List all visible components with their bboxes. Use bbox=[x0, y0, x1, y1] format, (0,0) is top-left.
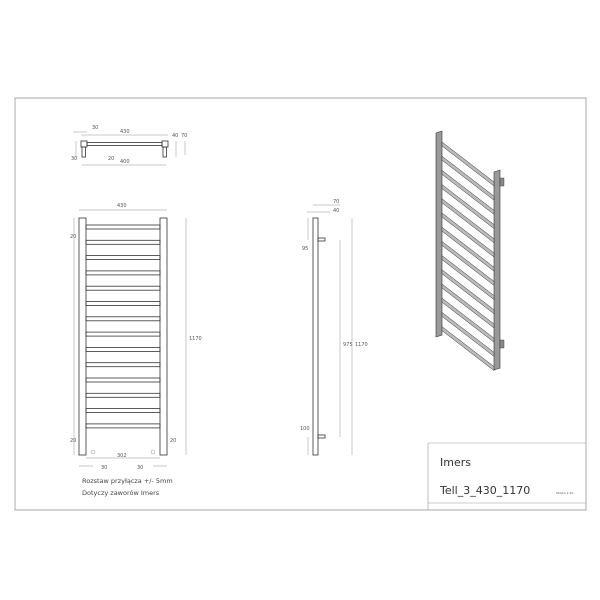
rung bbox=[85, 316, 161, 322]
iso-rung bbox=[441, 283, 495, 329]
rung bbox=[85, 346, 161, 352]
rung bbox=[85, 285, 161, 291]
iso-rung bbox=[441, 212, 495, 258]
dim-label: 975 bbox=[343, 342, 353, 348]
rung bbox=[85, 377, 161, 383]
scale-label: SKALA 1:10 bbox=[556, 491, 573, 495]
dim-label: 20 bbox=[108, 156, 114, 162]
brand-name: Imers bbox=[440, 456, 471, 469]
dim-label: 20 bbox=[70, 438, 76, 444]
dim-label: 400 bbox=[120, 159, 130, 165]
rung bbox=[85, 270, 161, 276]
dim-label: 40 bbox=[172, 133, 178, 139]
note-valves: Dotyczy zaworów Imers bbox=[82, 489, 160, 497]
model-name: Tell_3_430_1170 bbox=[439, 484, 530, 497]
rung bbox=[85, 423, 161, 429]
iso-rung bbox=[441, 198, 495, 244]
rung bbox=[85, 362, 161, 368]
top-view: 30 430 40 70 30 20 400 bbox=[71, 125, 187, 166]
dim-label: 30 bbox=[71, 156, 77, 162]
note-connection-spacing: Rozstaw przyłącza +/- 5mm bbox=[82, 477, 173, 485]
iso-rungs bbox=[441, 141, 495, 372]
dim-label: 20 bbox=[70, 234, 76, 240]
drawing-frame bbox=[14, 97, 587, 511]
rung bbox=[85, 331, 161, 337]
iso-rung bbox=[441, 255, 495, 301]
dim-label: 100 bbox=[300, 426, 310, 432]
dim-label: 30 bbox=[101, 465, 107, 471]
dim-label: 30 bbox=[92, 125, 98, 131]
side-view: 70 40 95 975 1170 100 bbox=[300, 199, 368, 456]
title-block: Imers Tell_3_430_1170 SKALA 1:10 bbox=[427, 442, 586, 510]
rung bbox=[85, 408, 161, 414]
iso-rung bbox=[441, 155, 495, 201]
rung bbox=[85, 392, 161, 398]
front-view: 430 1170 20 20 20 302 30 30 Rozstaw przy… bbox=[70, 203, 202, 497]
dim-label: 302 bbox=[117, 453, 127, 459]
rung bbox=[85, 239, 161, 245]
isometric-view bbox=[435, 130, 505, 372]
dim-label: 40 bbox=[333, 208, 339, 214]
dim-label: 20 bbox=[170, 438, 176, 444]
dim-label: 30 bbox=[137, 465, 143, 471]
dim-label: 1170 bbox=[189, 336, 202, 342]
rung bbox=[85, 224, 161, 230]
dim-label: 430 bbox=[120, 129, 130, 135]
iso-rung bbox=[441, 169, 495, 215]
dim-label: 70 bbox=[181, 133, 187, 139]
dim-label: 430 bbox=[117, 203, 127, 209]
dim-label: 70 bbox=[333, 199, 339, 205]
iso-rung bbox=[441, 184, 495, 230]
iso-rung bbox=[441, 269, 495, 315]
rung bbox=[85, 255, 161, 261]
iso-rung bbox=[441, 297, 495, 343]
rungs bbox=[85, 224, 161, 429]
iso-rung bbox=[441, 311, 495, 357]
iso-rung bbox=[441, 326, 495, 372]
dim-label: 95 bbox=[302, 246, 308, 252]
iso-rung bbox=[441, 240, 495, 286]
rung bbox=[85, 301, 161, 306]
iso-rung bbox=[441, 141, 495, 187]
iso-rung bbox=[441, 226, 495, 272]
dim-label: 1170 bbox=[355, 342, 368, 348]
